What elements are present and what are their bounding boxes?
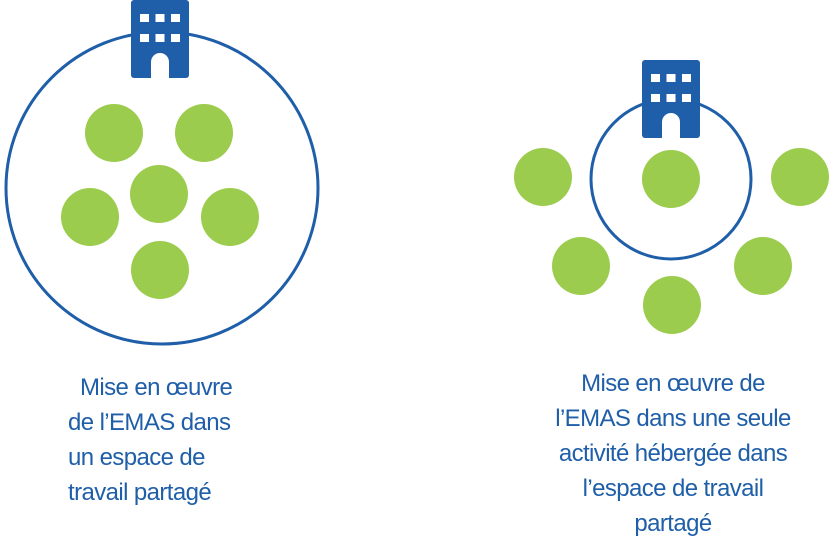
right-caption-line: activité hébergée dans <box>558 440 788 467</box>
left-caption-line: travail partagé <box>68 479 212 506</box>
right-caption: Mise en œuvre de l’EMAS dans une seule a… <box>515 366 831 541</box>
left-caption-line: Mise en œuvre <box>80 374 233 401</box>
right-activity-dots <box>514 148 829 334</box>
left-caption-line: un espace de <box>68 444 206 471</box>
right-caption-line: Mise en œuvre de <box>581 370 765 397</box>
left-activity-dot <box>130 165 188 223</box>
left-activity-dot <box>61 188 119 246</box>
right-caption-line: l’EMAS dans une seule <box>555 405 791 432</box>
right-panel <box>514 60 829 334</box>
right-activity-dot <box>734 237 792 295</box>
left-activity-dot <box>85 104 143 162</box>
left-activity-dots <box>61 104 259 299</box>
right-caption-line: partagé <box>634 510 712 537</box>
building-icon <box>131 0 189 78</box>
right-caption-line: l’espace de travail <box>582 475 764 502</box>
right-activity-dot <box>643 276 701 334</box>
right-activity-dot <box>514 148 572 206</box>
right-activity-dot-emas <box>642 150 700 208</box>
left-panel <box>4 0 320 346</box>
left-activity-dot <box>175 104 233 162</box>
right-activity-dot <box>771 148 829 206</box>
left-activity-dot <box>131 241 189 299</box>
left-caption-line: de l’EMAS dans <box>68 409 231 436</box>
left-caption: Mise en œuvre de l’EMAS dans un espace d… <box>40 370 300 510</box>
building-icon <box>642 60 700 138</box>
right-activity-dot <box>552 237 610 295</box>
left-activity-dot <box>201 188 259 246</box>
